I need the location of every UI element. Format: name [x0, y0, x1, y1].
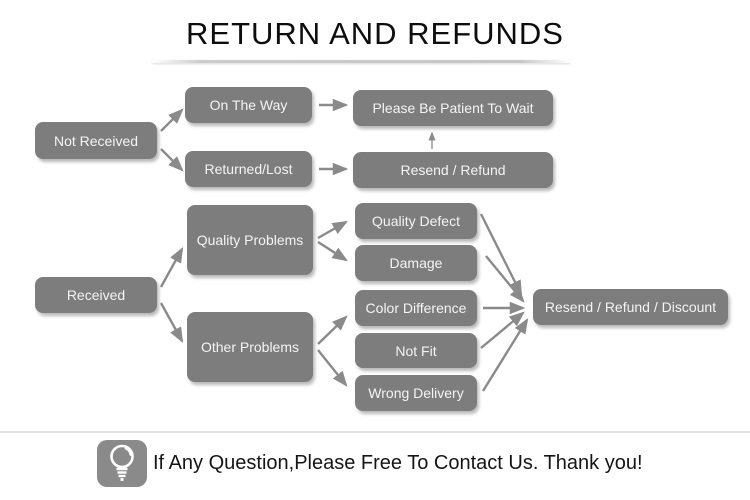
node-not-received: Not Received: [35, 122, 157, 159]
arrow-not-received-to-returned-lost: [160, 148, 184, 172]
arrow-received-to-other-problems: [159, 302, 184, 344]
arrow-received-to-quality-problems: [159, 246, 184, 288]
node-please-be-patient: Please Be Patient To Wait: [353, 90, 553, 126]
arrow-quality-defect-to-discount: [479, 213, 523, 297]
arrow-other-problems-to-color-difference: [317, 315, 348, 345]
arrow-not-received-to-on-the-way: [160, 108, 184, 132]
node-damage: Damage: [355, 245, 477, 281]
node-resend-refund-discount: Resend / Refund / Discount: [533, 289, 728, 325]
arrow-not-fit-to-discount: [480, 311, 525, 349]
page-title: RETURN AND REFUNDS: [186, 16, 564, 51]
node-resend-refund: Resend / Refund: [353, 152, 553, 188]
arrow-other-problems-to-wrong-delivery: [317, 349, 348, 387]
arrow-wrong-delivery-to-discount: [481, 318, 529, 392]
node-quality-defect: Quality Defect: [355, 203, 477, 239]
node-color-difference: Color Difference: [355, 290, 477, 326]
footer-divider: [0, 431, 750, 433]
node-wrong-delivery: Wrong Delivery: [355, 375, 477, 411]
arrow-damage-to-discount: [485, 255, 525, 303]
title-underline: [152, 60, 570, 63]
node-other-problems: Other Problems: [187, 312, 313, 382]
node-received: Received: [35, 277, 157, 313]
node-on-the-way: On The Way: [185, 87, 312, 123]
node-quality-problems: Quality Problems: [187, 205, 313, 275]
node-not-fit: Not Fit: [355, 333, 477, 368]
footer-message: If Any Question,Please Free To Contact U…: [153, 452, 643, 474]
lightbulb-icon: [97, 440, 147, 487]
arrow-quality-problems-to-damage: [317, 240, 348, 262]
arrow-quality-problems-to-quality-defect: [317, 220, 349, 240]
node-returned-lost: Returned/Lost: [185, 151, 312, 187]
